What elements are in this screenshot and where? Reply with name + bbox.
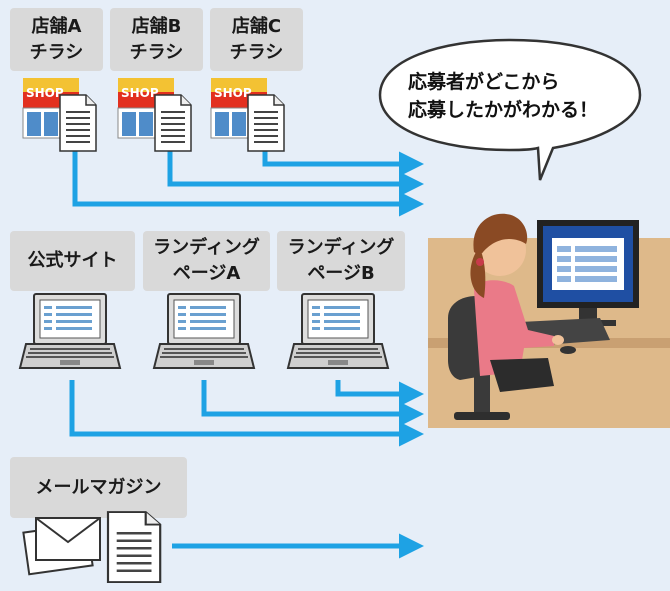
flyer-b-label: 店舗B チラシ [110,8,203,71]
laptop-icon-lp-a [153,293,255,369]
landing-page-a-label-line1: ランディング [153,237,260,258]
svg-text:SHOP: SHOP [121,86,159,100]
official-site-label: 公式サイト [10,231,135,291]
flyer-c-label: 店舗C チラシ [210,8,303,71]
landing-page-a-label-line2: ページA [172,263,241,284]
flyer-c-label-line2: チラシ [229,41,284,63]
shop-b-icon: SHOP [117,77,192,152]
flyer-c-arrow [262,140,424,177]
landing-page-b-label: ランディング ページB [277,231,405,291]
landing-page-a-label: ランディング ページA [143,231,270,291]
landing-page-b-label-line2: ページB [307,263,375,284]
official-site-arrow [69,380,424,447]
flyer-b-label-line2: チラシ [129,41,184,63]
flyer-a-label-line1: 店舗A [31,15,82,37]
landing-page-b-label-line1: ランディング [287,237,395,258]
landing-page-a-arrow [201,380,424,427]
office-worker-illustration [428,213,670,428]
bubble-line-2: 応募したかがわかる！ [408,99,599,121]
laptop-icon-official [19,293,121,369]
envelope-icon [22,517,101,576]
flyer-b-arrow [167,140,424,197]
flyer-a-label-line2: チラシ [29,41,84,63]
laptop-icon-lp-b [287,293,389,369]
svg-text:SHOP: SHOP [214,86,252,100]
flyer-b-label-line1: 店舗B [131,15,182,37]
flyer-a-arrow [72,140,424,217]
mail-magazine-label-text: メールマガジン [35,476,162,498]
flow-arrows [69,140,424,559]
shop-c-icon: SHOP [210,77,285,152]
newsletter-document-icon [106,510,162,584]
speech-bubble [378,38,642,181]
flyer-c-label-line1: 店舗C [231,15,282,37]
svg-text:SHOP: SHOP [26,86,64,100]
mail-magazine-label: メールマガジン [10,457,187,518]
official-site-label-line1: 公式サイト [27,250,118,271]
flyer-a-label: 店舗A チラシ [10,8,103,71]
bubble-line-1: 応募者がどこから [408,71,560,93]
landing-page-b-arrow [335,380,424,407]
shop-a-icon: SHOP [22,77,97,152]
